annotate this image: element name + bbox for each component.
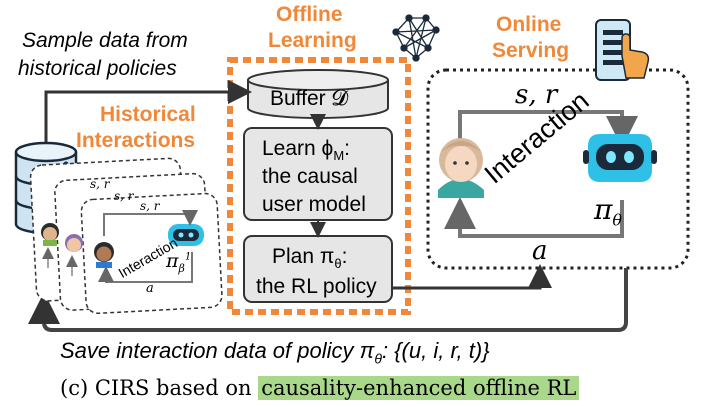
history-robot-icon xyxy=(168,224,204,246)
sample-caption-line1: Sample data from xyxy=(22,29,188,52)
learn-box-line2: the causal xyxy=(262,165,358,188)
plan-box-line2: the RL policy xyxy=(256,275,377,298)
network-icon xyxy=(392,14,440,62)
sample-caption-line2: historical policies xyxy=(18,57,177,80)
sample-data-arrow xyxy=(44,80,252,142)
history-sr-label-3: s, r xyxy=(140,199,160,213)
historical-title-line2: Interactions xyxy=(76,129,196,152)
online-title-line2: Serving xyxy=(492,39,570,62)
phone-serving-icon xyxy=(595,19,650,81)
online-policy-label: πθ xyxy=(594,193,623,230)
online-loop-bottom xyxy=(444,197,624,238)
history-user-icon-3 xyxy=(94,242,114,268)
history-action-label: a xyxy=(146,281,154,296)
offline-title-line2: Learning xyxy=(268,29,357,52)
history-policy-label: πβ1 xyxy=(166,250,192,275)
robot-icon xyxy=(583,134,657,182)
offline-title-line1: Offline xyxy=(276,3,343,26)
online-state-reward: s, r xyxy=(515,80,558,110)
history-user-icon-1 xyxy=(41,223,59,246)
history-user-icon-2 xyxy=(65,234,83,252)
online-frame xyxy=(426,68,690,270)
offline-frame xyxy=(227,57,411,315)
learn-box-line3: user model xyxy=(262,193,366,216)
save-data-caption: Save interaction data of policy πθ: {(u,… xyxy=(60,338,490,367)
user-avatar-icon xyxy=(438,138,484,198)
figure-caption: (c) CIRS based on causality-enhanced off… xyxy=(60,376,580,400)
buffer-cylinder xyxy=(247,69,389,119)
figure-caption-highlight: causality-enhanced offline RL xyxy=(258,376,580,400)
online-action: a xyxy=(532,236,548,266)
history-loop-bottom xyxy=(98,252,193,283)
save-data-loop xyxy=(28,268,628,332)
online-title-line1: Online xyxy=(496,13,562,36)
history-loop-top xyxy=(103,210,198,236)
historical-title-line1: Historical xyxy=(100,103,196,126)
plan-to-online-arrow xyxy=(392,264,552,290)
history-sr-label-2: s, r xyxy=(114,189,134,203)
plan-box-line1: Plan πθ: xyxy=(272,245,348,272)
learn-box-line1: Learn ϕM: xyxy=(262,137,350,164)
buffer-label: Buffer 𝓓 xyxy=(270,87,348,110)
history-sr-label-1: s, r xyxy=(90,177,110,191)
